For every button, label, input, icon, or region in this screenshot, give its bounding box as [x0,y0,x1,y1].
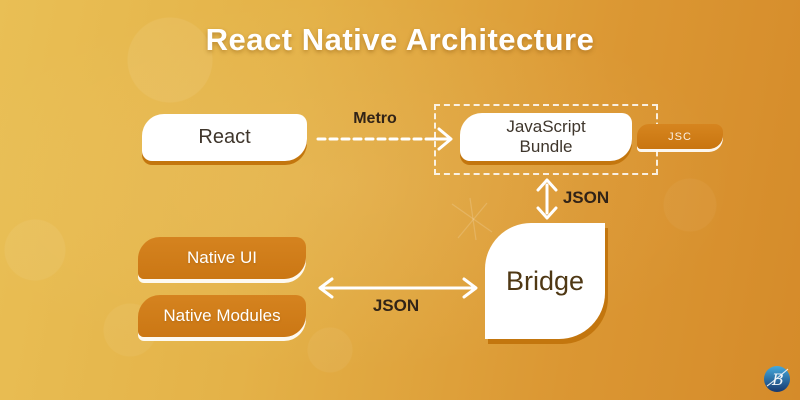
node-jsc: JSC [637,124,723,149]
bundle-label-line2: Bundle [519,137,573,156]
jsc-label: JSC [668,130,692,143]
sparkle-decoration [451,197,493,241]
bridge-label: Bridge [505,265,585,296]
metro-arrow [316,127,453,151]
edge-label-json-bundle-bridge: JSON [562,188,610,207]
native-ui-label: Native UI [187,248,257,267]
logo-letter: B [771,370,784,389]
node-react: React [142,114,307,161]
brand-logo: B [764,366,790,392]
edge-label-json-native-bridge: JSON [372,296,420,315]
edge-label-metro: Metro [353,110,397,127]
node-native-modules: Native Modules [138,295,306,337]
node-bridge: Bridge [485,223,605,339]
node-react-label: React [198,126,251,148]
node-javascript-bundle: JavaScript Bundle [460,113,632,161]
json-vertical-arrow [536,178,558,220]
node-native-ui: Native UI [138,237,306,279]
logo-swoosh [766,368,789,387]
native-modules-label: Native Modules [163,306,281,325]
json-horizontal-arrow [318,277,478,299]
page-title: React Native Architecture [205,22,595,57]
bundle-label-line1: JavaScript [506,116,586,136]
